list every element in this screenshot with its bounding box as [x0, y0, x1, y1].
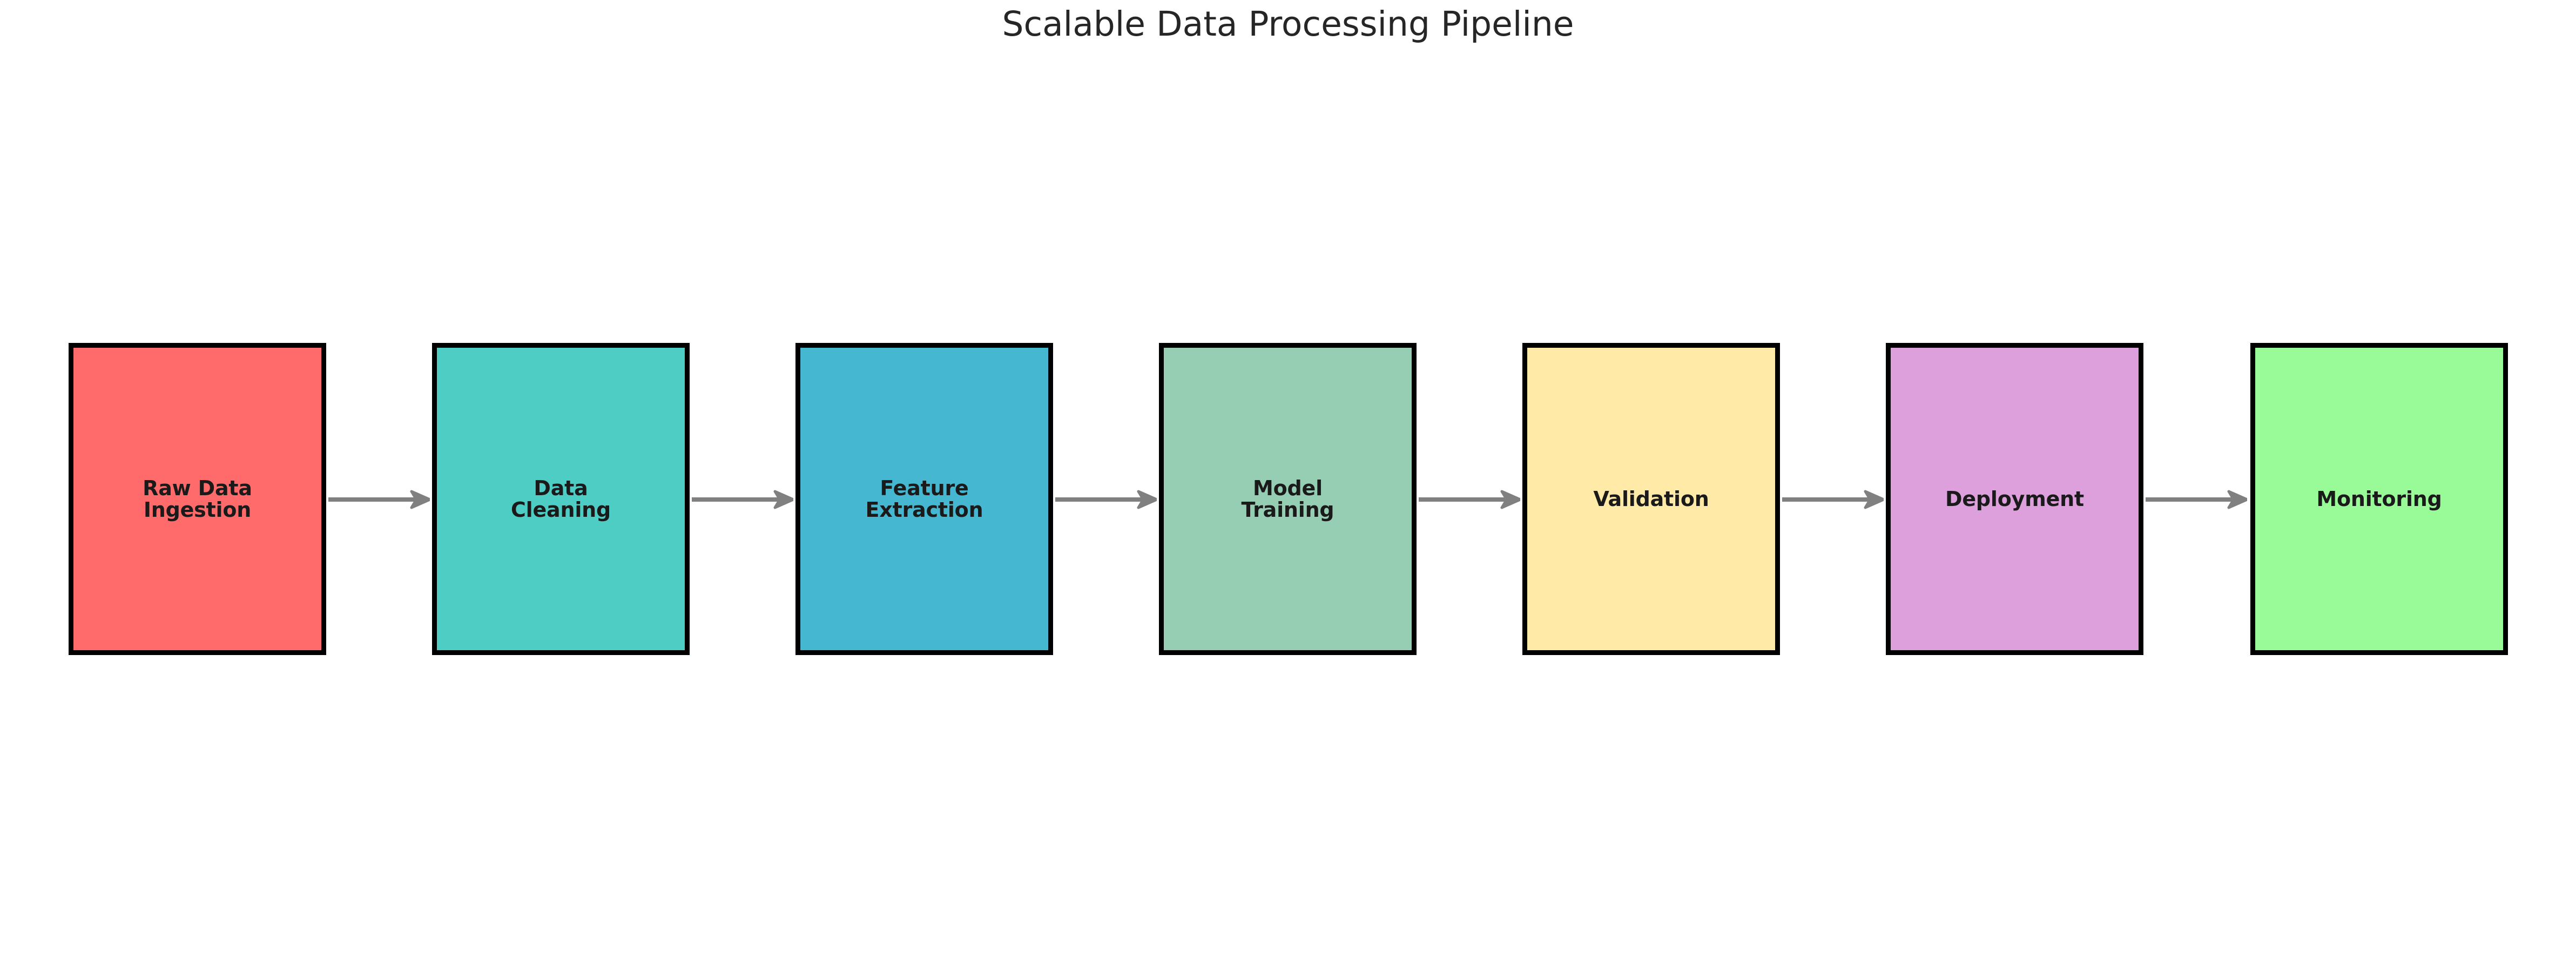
arrow-icon — [2146, 490, 2247, 509]
pipeline-stage-deployment[interactable]: Deployment — [1886, 343, 2143, 655]
flow-arrow-deployment-to-monitoring — [2146, 489, 2247, 510]
pipeline-stage-label: Validation — [1593, 487, 1709, 511]
flow-arrow-feature-extraction-to-model-training — [1055, 489, 1157, 510]
arrow-icon — [1419, 490, 1520, 509]
pipeline-stage-label: Data Cleaning — [510, 476, 611, 522]
pipeline-stage-label: Feature Extraction — [865, 476, 983, 522]
arrow-icon — [692, 490, 793, 509]
pipeline-stage-validation[interactable]: Validation — [1522, 343, 1780, 655]
pipeline-stage-raw-data-ingestion[interactable]: Raw Data Ingestion — [69, 343, 326, 655]
pipeline-stage-feature-extraction[interactable]: Feature Extraction — [795, 343, 1053, 655]
flow-arrow-raw-data-ingestion-to-data-cleaning — [328, 489, 430, 510]
arrow-icon — [1782, 490, 1884, 509]
pipeline-stage-label: Raw Data Ingestion — [143, 476, 252, 522]
flow-arrow-validation-to-deployment — [1782, 489, 1884, 510]
pipeline-stage-label: Monitoring — [2316, 487, 2442, 511]
arrow-icon — [1055, 490, 1157, 509]
pipeline-stage-label: Deployment — [1945, 487, 2084, 511]
pipeline-stage-monitoring[interactable]: Monitoring — [2250, 343, 2508, 655]
pipeline-stage-label: Model Training — [1241, 476, 1334, 522]
arrow-icon — [328, 490, 430, 509]
pipeline-stage-data-cleaning[interactable]: Data Cleaning — [432, 343, 690, 655]
flow-arrow-data-cleaning-to-feature-extraction — [692, 489, 793, 510]
page-title: Scalable Data Processing Pipeline — [1002, 4, 1574, 44]
pipeline-stage-model-training[interactable]: Model Training — [1159, 343, 1417, 655]
flow-arrow-model-training-to-validation — [1419, 489, 1520, 510]
